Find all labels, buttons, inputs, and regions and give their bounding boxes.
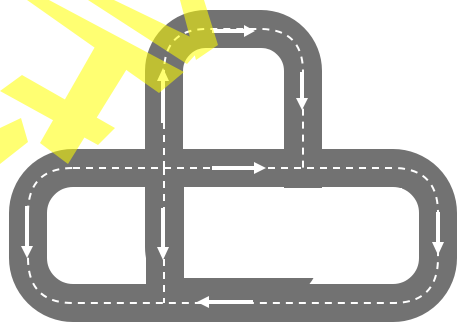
arrow-middle-right bbox=[212, 162, 266, 174]
highlight-stripe-2 bbox=[0, 118, 28, 164]
arrow-bottom-left bbox=[197, 296, 253, 308]
arrow-upper-right-down bbox=[296, 72, 308, 110]
right-junction bbox=[284, 150, 322, 188]
highlight-stripe-4 bbox=[88, 0, 205, 64]
highlight-stripe-5 bbox=[180, 0, 218, 60]
highlight-overlay bbox=[0, 0, 218, 164]
arrow-left-down bbox=[21, 206, 33, 258]
lower-loop-inner-area bbox=[184, 188, 402, 278]
arrow-center-down bbox=[157, 208, 169, 260]
arrow-right-down bbox=[432, 212, 444, 255]
highlight-stripe-6 bbox=[40, 31, 133, 164]
arrow-top-right bbox=[212, 25, 255, 37]
lower-loop-lane-marking bbox=[27, 167, 439, 304]
